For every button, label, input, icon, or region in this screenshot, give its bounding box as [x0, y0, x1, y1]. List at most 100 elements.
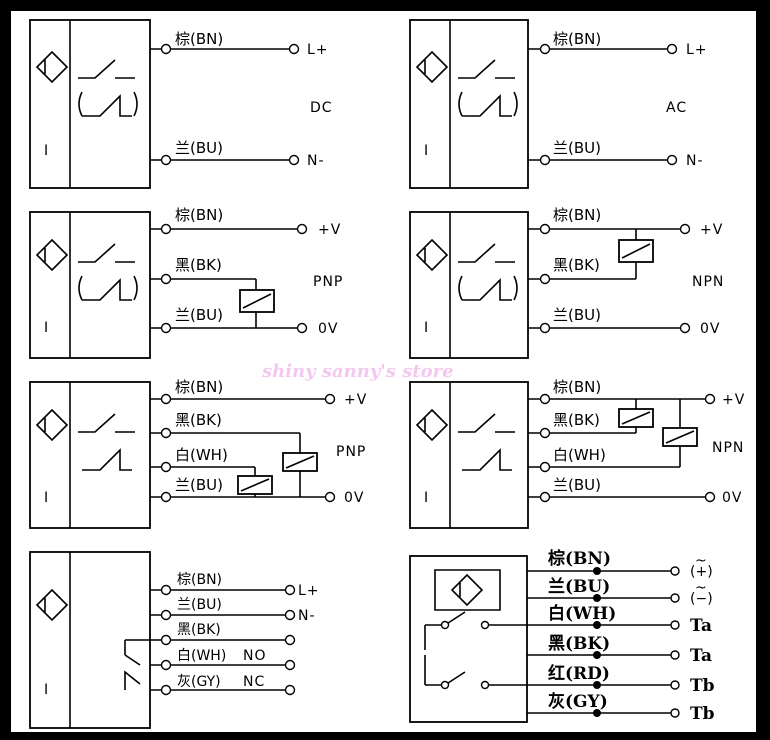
sensor-icon [415, 50, 449, 84]
terminal [539, 43, 551, 55]
wire-dot [593, 621, 601, 629]
switch-no-icon [78, 413, 135, 433]
terminal [160, 461, 172, 473]
wire-label-bn: 棕(BN) [553, 206, 601, 224]
load-relay-icon [239, 289, 275, 313]
terminal [284, 659, 296, 671]
terminal [670, 650, 680, 660]
sensor-body [29, 381, 151, 529]
sensor-body [409, 19, 529, 189]
terminal [160, 322, 172, 334]
wire-label-bu: 兰(BU) [175, 139, 223, 157]
wire-label-wh: 白(WH) [553, 446, 606, 464]
terminal [160, 43, 172, 55]
load-relay-icon [240, 478, 270, 492]
output-type-label: NPN [692, 274, 724, 290]
sensor-icon [415, 408, 449, 442]
store-watermark: shiny sanny's store [261, 361, 454, 382]
terminal [284, 609, 296, 621]
wire-label-wh: 白(WH) [548, 603, 616, 624]
wire-label-bk: 黑(BK) [177, 622, 221, 638]
ac-symbol: ~ [695, 580, 707, 596]
wire-dot [593, 709, 601, 717]
terminal [288, 43, 300, 55]
contact-label-no: NO [243, 648, 267, 664]
wire-label-bu: 兰(BU) [175, 476, 223, 494]
output-type-label: PNP [336, 444, 366, 460]
sensor-icon [415, 238, 449, 272]
wire-label-gy: 灰(GY) [177, 674, 221, 690]
terminal [670, 680, 680, 690]
load-relay-icon [242, 293, 272, 309]
switch-no-icon [78, 59, 135, 79]
panel-npn-three-wire: I 棕(BN) 黑(BK) 兰(BU) +V 0V NPN [409, 206, 724, 359]
wire-label-bk: 黑(BK) [175, 411, 222, 429]
terminal [284, 684, 296, 696]
terminal-label: +V [722, 392, 745, 408]
panel-six-wire-relay: 棕(BN) 兰(BU) 白(WH) 黑(BK) 红(RD) 灰(GY) ~ (+… [409, 548, 715, 724]
sensor-icon [35, 588, 69, 622]
wire-label-bn: 棕(BN) [175, 206, 223, 224]
terminal [666, 154, 678, 166]
terminal [539, 393, 551, 405]
terminal [160, 659, 172, 671]
terminal [284, 634, 296, 646]
terminal [440, 620, 450, 630]
terminal [288, 154, 300, 166]
switch-nc-icon [78, 275, 138, 301]
terminal-label: Ta [690, 646, 712, 666]
terminal-label: N- [298, 608, 316, 624]
terminal [704, 491, 716, 503]
panel-five-wire-relay: I 棕(BN) 兰(BU) 黑(BK) 白(WH) 灰(GY) NO NC L+… [29, 551, 319, 729]
sensor-body [409, 211, 529, 359]
terminal [160, 491, 172, 503]
terminal [539, 461, 551, 473]
terminal [160, 609, 172, 621]
wire-label-bk: 黑(BK) [548, 634, 610, 654]
terminal [296, 223, 308, 235]
terminal-label: (−) [690, 591, 713, 607]
terminal [324, 491, 336, 503]
switch-no-icon [458, 59, 515, 79]
terminal [539, 273, 551, 285]
terminal-label: N- [686, 153, 704, 169]
sensor-label: I [44, 490, 49, 506]
terminal [440, 680, 450, 690]
sensor-label: I [424, 490, 429, 506]
wire-label-bn: 棕(BN) [175, 378, 223, 396]
panel-pnp-three-wire: I 棕(BN) 黑(BK) 兰(BU) +V 0V PNP [29, 206, 342, 359]
panel-dc-two-wire: I 棕(BN) 兰(BU) L+ N- DC [29, 19, 332, 189]
terminal-label: L+ [686, 42, 708, 58]
switch-nc-icon [462, 448, 512, 471]
wire-label-bu: 兰(BU) [553, 306, 601, 324]
terminal [160, 393, 172, 405]
terminal-label: Tb [690, 704, 715, 724]
sensor-icon [450, 573, 484, 607]
wire-label-bn: 棕(BN) [177, 572, 222, 588]
wire-label-gy: 灰(GY) [548, 691, 608, 712]
terminal [666, 43, 678, 55]
wire-label-bn: 棕(BN) [553, 378, 601, 396]
terminal [679, 223, 691, 235]
switch-no-icon [78, 243, 135, 263]
terminal [670, 593, 680, 603]
sensor-body [409, 381, 529, 529]
terminal-label: 0V [344, 490, 364, 506]
terminal-label: 0V [318, 321, 338, 337]
terminal-label: (+) [690, 564, 713, 580]
load-relay-icon [621, 243, 651, 259]
sensor-icon [35, 408, 69, 442]
wire-label-bu: 兰(BU) [175, 306, 223, 324]
white-canvas [11, 11, 756, 732]
terminal [296, 322, 308, 334]
wire-label-bu: 兰(BU) [548, 576, 610, 597]
wire-label-bu: 兰(BU) [553, 476, 601, 494]
relay-contact-icon [124, 640, 141, 690]
wire-label-bk: 黑(BK) [553, 256, 600, 274]
sensor-label: I [424, 143, 429, 159]
wire-label-rd: 红(RD) [548, 663, 610, 684]
wire-label-bk: 黑(BK) [553, 411, 600, 429]
terminal [670, 708, 680, 718]
terminal [539, 322, 551, 334]
